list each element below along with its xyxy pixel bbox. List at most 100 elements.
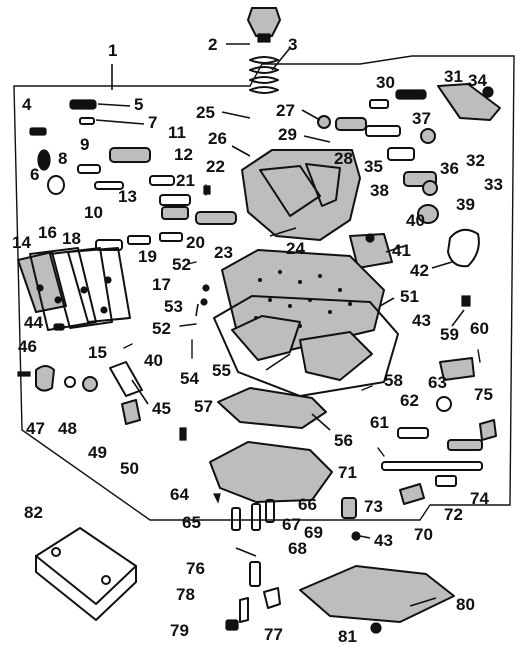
callout-label: 52: [172, 255, 191, 274]
callout-label: 31: [444, 67, 463, 86]
callout-label: 59: [440, 325, 459, 344]
callout-label: 17: [152, 275, 171, 294]
callout-label: 73: [364, 497, 383, 516]
top-filter-element: [247, 7, 281, 94]
callout-label: 46: [18, 337, 37, 356]
callout-label: 53: [164, 297, 183, 316]
callout-label: 69: [304, 523, 323, 542]
callout-label: 79: [170, 621, 189, 640]
middle-small-parts: [179, 261, 373, 441]
callout-label: 19: [138, 247, 157, 266]
callout-label: 51: [400, 287, 419, 306]
callout-label: 5: [134, 95, 143, 114]
callout-label: 37: [412, 109, 431, 128]
callout-label: 25: [196, 103, 215, 122]
callout-label: 65: [182, 513, 201, 532]
callout-label: 15: [88, 343, 107, 362]
callout-label: 55: [212, 361, 231, 380]
callout-label: 10: [84, 203, 103, 222]
bottom-parts: [225, 561, 455, 634]
callout-label: 56: [334, 431, 353, 450]
callout-label: 29: [278, 125, 297, 144]
callout-label: 82: [24, 503, 43, 522]
callout-label: 64: [170, 485, 189, 504]
callout-label: 13: [118, 187, 137, 206]
callout-label: 36: [440, 159, 459, 178]
callout-label: 40: [406, 211, 425, 230]
callout-label: 1: [108, 41, 117, 60]
leader-lines: [95, 43, 465, 607]
right-top-parts: [349, 83, 501, 307]
upper-valve-body: [241, 115, 367, 241]
callout-label: 22: [206, 157, 225, 176]
callout-label: 16: [38, 223, 57, 242]
lower-valve-assembly: [209, 441, 361, 541]
callout-label: 8: [58, 149, 67, 168]
callout-label: 27: [276, 101, 295, 120]
callout-label: 24: [286, 239, 305, 258]
callout-label: 50: [120, 459, 139, 478]
callout-label: 48: [58, 419, 77, 438]
callout-label: 80: [456, 595, 475, 614]
callout-label: 70: [414, 525, 433, 544]
callout-label: 40: [144, 351, 163, 370]
callout-label: 58: [384, 371, 403, 390]
callout-label: 76: [186, 559, 205, 578]
left-small-parts: [29, 99, 237, 251]
callout-label: 32: [466, 151, 485, 170]
callout-label: 20: [186, 233, 205, 252]
callout-label: 9: [80, 135, 89, 154]
callout-label: 33: [484, 175, 503, 194]
callout-label: 28: [334, 149, 353, 168]
callout-label: 54: [180, 369, 199, 388]
callout-label: 14: [12, 233, 31, 252]
callout-label: 45: [152, 399, 171, 418]
callout-label: 52: [152, 319, 171, 338]
callout-label: 11: [168, 123, 186, 142]
callout-label: 23: [214, 243, 233, 262]
right-mid-parts: [377, 349, 497, 505]
callout-label: 78: [176, 585, 195, 604]
callout-label: 74: [470, 489, 489, 508]
callout-label: 77: [264, 625, 283, 644]
callout-label: 2: [208, 35, 217, 54]
callout-label: 30: [376, 73, 395, 92]
callout-label: 3: [288, 35, 297, 54]
callout-label: 12: [174, 145, 193, 164]
callout-label: 18: [62, 229, 81, 248]
callout-label: 35: [364, 157, 383, 176]
lower-left-parts: [17, 323, 143, 425]
callout-label: 41: [392, 241, 411, 260]
callout-label: 34: [468, 71, 487, 90]
callout-label: 81: [338, 627, 357, 646]
callout-label: 7: [148, 113, 157, 132]
callout-label: 60: [470, 319, 489, 338]
callout-label: 71: [338, 463, 357, 482]
callout-label: 26: [208, 129, 227, 148]
callout-label: 39: [456, 195, 475, 214]
callout-label: 21: [176, 171, 195, 190]
callout-label: 47: [26, 419, 45, 438]
callout-label: 38: [370, 181, 389, 200]
callout-label: 43: [374, 531, 393, 550]
side-plates: [17, 247, 131, 331]
callout-label: 62: [400, 391, 419, 410]
callout-label: 63: [428, 373, 447, 392]
gasket: [217, 387, 327, 429]
callout-label: 42: [410, 261, 429, 280]
callout-label: 66: [298, 495, 317, 514]
callout-label: 57: [194, 397, 213, 416]
callout-label: 61: [370, 413, 389, 432]
callout-label: 4: [22, 95, 32, 114]
callout-label: 67: [282, 515, 301, 534]
callout-label: 44: [24, 313, 43, 332]
callout-label: 43: [412, 311, 431, 330]
oil-pan: [35, 527, 137, 621]
callout-label: 72: [444, 505, 463, 524]
callout-labels: 1 2 3 4 5 6 7 8 9 10 11 12 13 14 15 16 1…: [12, 35, 503, 646]
callout-label: 6: [30, 165, 39, 184]
callout-label: 49: [88, 443, 107, 462]
callout-label: 75: [474, 385, 493, 404]
